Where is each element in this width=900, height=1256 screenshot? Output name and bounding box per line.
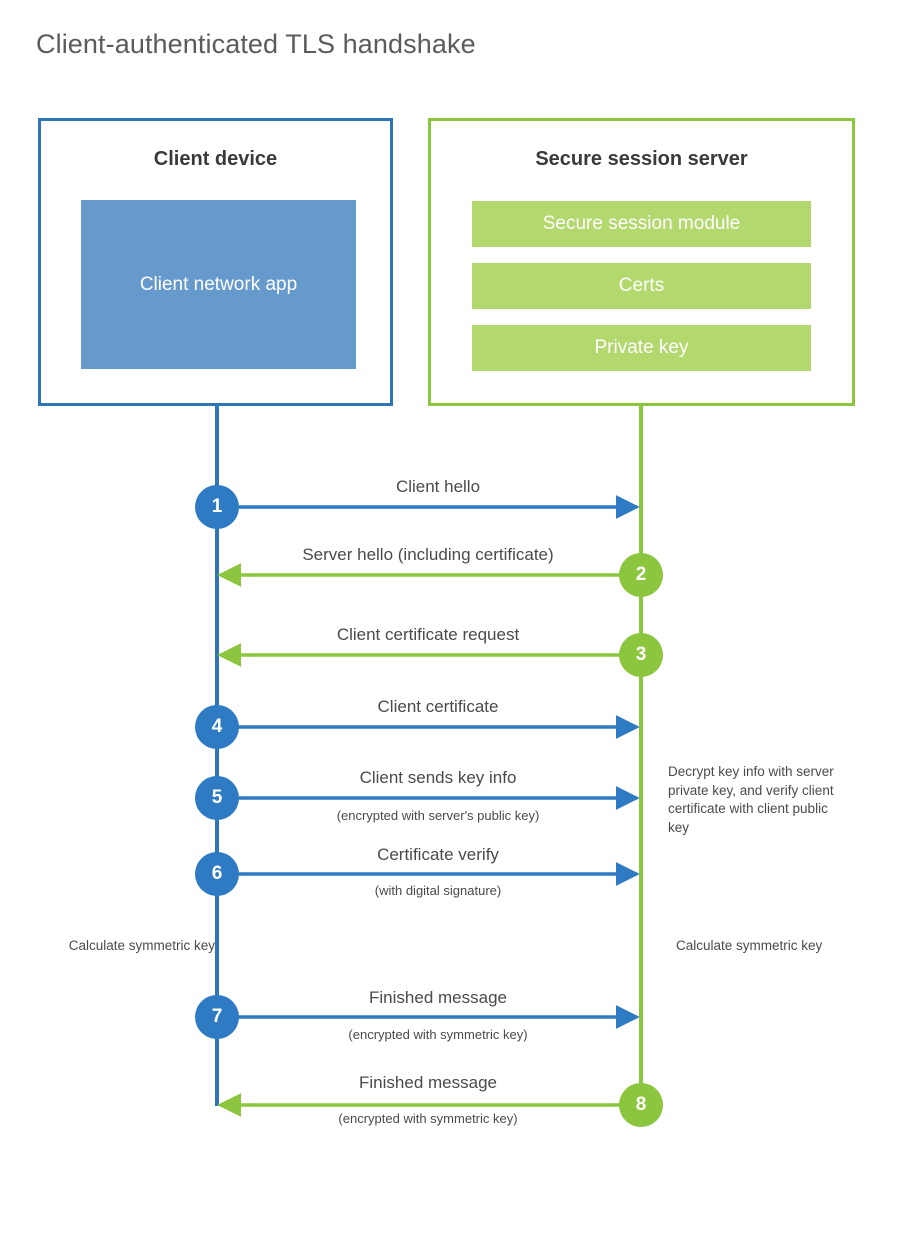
note-client-calculate-symmetric-key: Calculate symmetric key — [68, 938, 215, 953]
server-component-certs: Certs — [472, 263, 811, 309]
page-title: Client-authenticated TLS handshake — [36, 29, 476, 59]
message-label-7: Finished message — [369, 988, 507, 1007]
server-component-secure-session-module: Secure session module — [472, 201, 811, 247]
message-sublabel-6: (with digital signature) — [374, 883, 502, 898]
step-marker-8[interactable]: 8 — [619, 1083, 663, 1127]
client-device-box: Client device Client network app — [38, 118, 393, 406]
message-label-8: Finished message — [359, 1073, 497, 1092]
note-server-calculate-symmetric-key: Calculate symmetric key — [676, 938, 823, 953]
message-sublabel-5: (encrypted with server's public key) — [336, 808, 540, 823]
step-marker-7[interactable]: 7 — [195, 995, 239, 1039]
message-label-4: Client certificate — [377, 697, 499, 716]
message-label-1: Client hello — [395, 477, 481, 496]
secure-session-server-box: Secure session server Secure session mod… — [428, 118, 855, 406]
step-marker-2[interactable]: 2 — [619, 553, 663, 597]
server-lifeline — [639, 405, 643, 1105]
message-label-5: Client sends key info — [359, 768, 517, 787]
message-label-6: Certificate verify — [377, 845, 499, 864]
message-label-2: Server hello (including certificate) — [302, 545, 554, 564]
client-lifeline — [215, 405, 219, 1106]
client-network-app-block: Client network app — [81, 200, 356, 369]
step-marker-1[interactable]: 1 — [195, 485, 239, 529]
server-component-private-key: Private key — [472, 325, 811, 371]
secure-session-server-title: Secure session server — [535, 148, 748, 170]
message-sublabel-8: (encrypted with symmetric key) — [338, 1111, 518, 1126]
message-label-3: Client certificate request — [336, 625, 520, 644]
step-marker-3[interactable]: 3 — [619, 633, 663, 677]
note-server-decrypt: Decrypt key info with server private key… — [668, 764, 834, 835]
message-sublabel-7: (encrypted with symmetric key) — [348, 1027, 528, 1042]
step-marker-6[interactable]: 6 — [195, 852, 239, 896]
client-device-title: Client device — [153, 148, 278, 170]
step-marker-5[interactable]: 5 — [195, 776, 239, 820]
step-marker-4[interactable]: 4 — [195, 705, 239, 749]
